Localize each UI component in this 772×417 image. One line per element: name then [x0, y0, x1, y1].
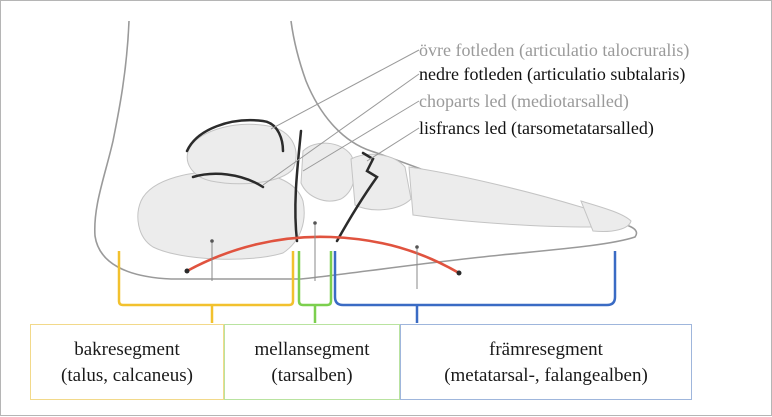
arch-point-toe	[457, 271, 462, 276]
label-chopart-joint: choparts led (mediotarsalled)	[419, 90, 629, 112]
marker-mid-dot	[313, 221, 317, 225]
calcaneus-bone	[138, 171, 304, 260]
marker-front-dot	[415, 245, 419, 249]
box-front-segment: främresegment (metatarsal-, falangealben…	[400, 324, 692, 400]
front-segment-detail: (metatarsal-, falangealben)	[401, 363, 691, 389]
mid-segment-name: mellansegment	[225, 337, 399, 363]
leader-line-lisfranc	[367, 128, 419, 161]
back-segment-detail: (talus, calcaneus)	[31, 363, 223, 389]
front-segment-name: främresegment	[401, 337, 691, 363]
arch-point-heel	[185, 269, 190, 274]
arch-points	[185, 269, 462, 276]
back-segment-name: bakresegment	[31, 337, 223, 363]
label-upper-ankle-joint: övre fotleden (articulatio talocruralis)	[419, 39, 689, 61]
bracket-front-segment	[335, 251, 615, 323]
foot-bones	[138, 124, 631, 259]
label-lower-ankle-joint: nedre fotleden (articulatio subtalaris)	[419, 63, 685, 85]
box-mid-segment: mellansegment (tarsalben)	[224, 324, 400, 400]
mid-segment-detail: (tarsalben)	[225, 363, 399, 389]
marker-back-dot	[210, 239, 214, 243]
box-back-segment: bakresegment (talus, calcaneus)	[30, 324, 224, 400]
label-lisfranc-joint: lisfrancs led (tarsometatarsalled)	[419, 117, 654, 139]
metatarsal-bones	[409, 167, 599, 227]
